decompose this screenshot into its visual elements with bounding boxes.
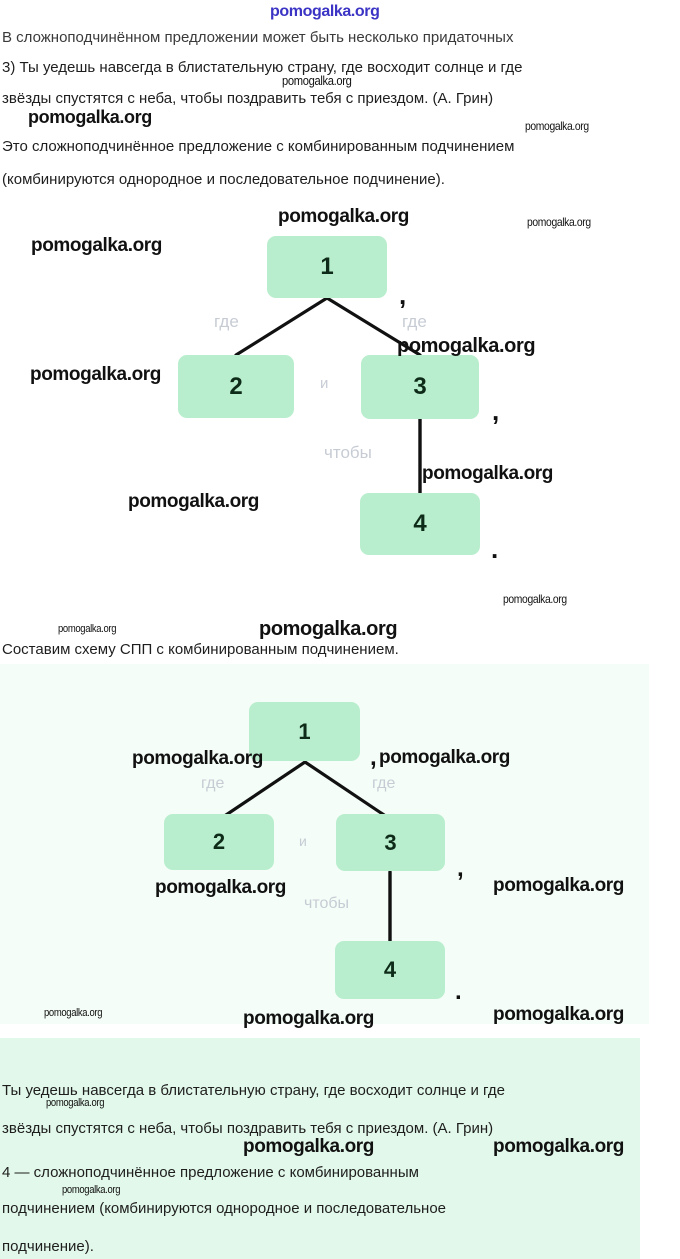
watermark: pomogalka.org: [58, 623, 117, 635]
diagram-one-period: .: [491, 534, 499, 564]
intro-cut-line: В сложноподчинённом предложении может бы…: [2, 29, 514, 46]
diagram-two-node-1[interactable]: 1: [249, 702, 360, 761]
intro-example-line-2: звёзды спустятся с неба, чтобы поздравит…: [2, 90, 494, 107]
intro-example-line-1: 3) Ты уедешь навсегда в блистательную ст…: [2, 59, 523, 76]
diagram-two-conj-gde-right: где: [372, 775, 396, 792]
diagram-caption: Составим схему СПП с комбинированным под…: [2, 641, 399, 658]
summary-line-3: 4 — сложноподчинённое предложение с комб…: [2, 1164, 419, 1181]
diagram-one-conj-i: и: [320, 375, 329, 392]
diagram-two-conj-i: и: [299, 833, 307, 849]
diagram-one-conj-chtoby: чтобы: [324, 443, 372, 462]
diagram-one-node-1[interactable]: 1: [267, 236, 387, 298]
diagram-two-node-4[interactable]: 4: [335, 941, 445, 999]
watermark: pomogalka.org: [28, 107, 152, 127]
summary-line-2: звёзды спустятся с неба, чтобы поздравит…: [2, 1120, 494, 1137]
diagram-two-conj-gde-left: где: [201, 775, 225, 792]
summary-line-5: подчинение).: [2, 1238, 94, 1255]
intro-explain-line-1: Это сложноподчинённое предложение с комб…: [2, 138, 515, 155]
diagram-one-node-2[interactable]: 2: [178, 355, 294, 418]
diagram-two: 1 2 3 4 где где и чтобы , , .: [0, 690, 680, 1020]
diagram-one-comma-1: ,: [399, 280, 407, 310]
diagram-two-links: [218, 760, 392, 943]
diagram-one-links: [234, 296, 422, 497]
diagram-one-node-3[interactable]: 3: [361, 355, 479, 419]
diagram-one-conj-gde-left: где: [214, 312, 239, 331]
intro-explain-line-2: (комбинируются однородное и последовател…: [2, 171, 445, 188]
watermark: pomogalka.org: [259, 618, 398, 640]
watermark-top: pomogalka.org: [270, 3, 380, 20]
summary-line-1: Ты уедешь навсегда в блистательную стран…: [2, 1082, 505, 1099]
diagram-two-node-2[interactable]: 2: [164, 814, 274, 870]
diagram-two-comma-1: ,: [370, 744, 377, 771]
diagram-two-period: .: [455, 978, 462, 1005]
watermark: pomogalka.org: [525, 119, 589, 133]
diagram-two-comma-2: ,: [457, 855, 464, 882]
diagram-two-node-3[interactable]: 3: [336, 814, 445, 871]
diagram-one-conj-gde-right: где: [402, 312, 427, 331]
diagram-one-node-4[interactable]: 4: [360, 493, 480, 555]
summary-panel: [0, 1038, 640, 1259]
diagram-two-conj-chtoby: чтобы: [304, 895, 350, 912]
summary-line-4: подчинением (комбинируются однородное и …: [2, 1200, 447, 1217]
diagram-one-comma-2: ,: [492, 396, 500, 426]
diagram-one: 1 2 3 4 где где и чтобы , , .: [0, 200, 680, 620]
